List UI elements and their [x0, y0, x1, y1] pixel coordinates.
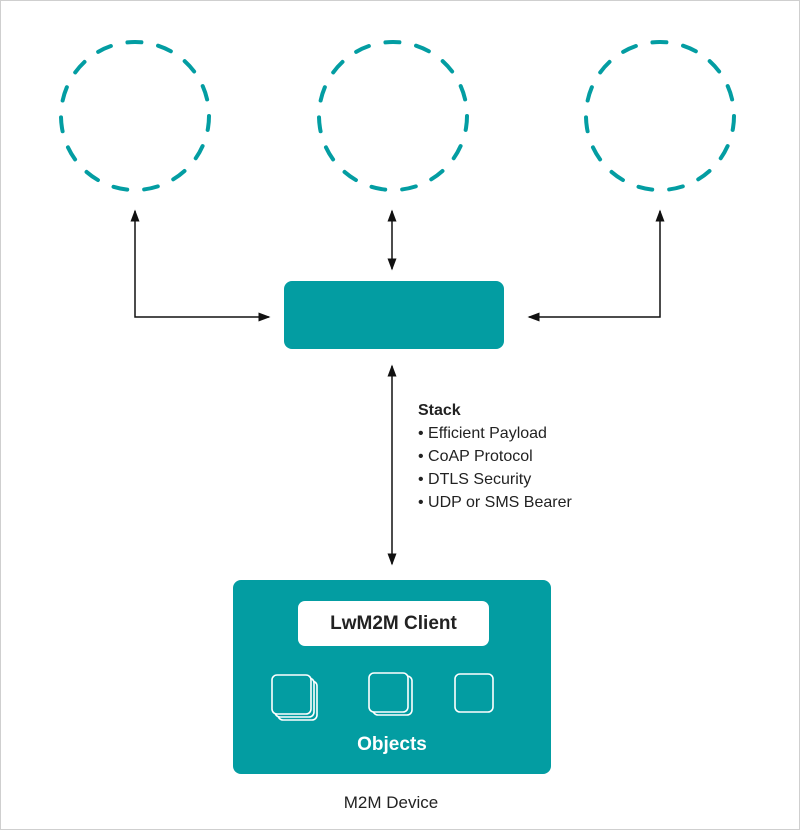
stack-item: • DTLS Security — [418, 471, 532, 488]
stack-item: • UDP or SMS Bearer — [418, 494, 572, 511]
m2m-device-box: LwM2M Client Objects — [233, 580, 551, 774]
server-circle-middle — [317, 40, 469, 192]
object-single-icon — [454, 673, 494, 713]
stack-item: • Efficient Payload — [418, 425, 547, 442]
stack-list: Stack • Efficient Payload • CoAP Protoco… — [418, 399, 572, 514]
server-circle-right — [584, 40, 736, 192]
stack-title: Stack — [418, 402, 461, 419]
object-stack-icon — [271, 674, 318, 721]
object-pair-icon — [368, 672, 413, 716]
server-circle-left — [59, 40, 211, 192]
device-label: M2M Device — [343, 793, 439, 812]
objects-icons — [271, 672, 494, 721]
arrow-right — [527, 209, 665, 322]
lwm2m-server-box — [284, 281, 504, 349]
lwm2m-client-box: LwM2M Client — [298, 601, 489, 646]
objects-label: Objects — [357, 734, 427, 755]
stack-item: • CoAP Protocol — [418, 448, 533, 465]
arrow-left — [130, 209, 271, 322]
